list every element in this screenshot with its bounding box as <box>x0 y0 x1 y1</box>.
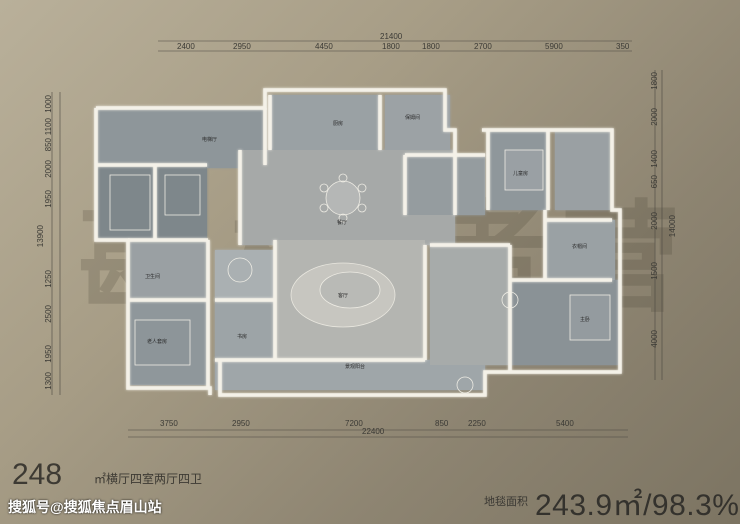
dimension-lines <box>51 40 663 438</box>
left-dim-4: 1250 <box>44 270 53 288</box>
top-dim-2: 2950 <box>233 42 251 51</box>
left-dim-6: 2000 <box>44 160 53 178</box>
top-dim-8: 350 <box>616 42 630 51</box>
right-dim-6: 1500 <box>650 262 659 280</box>
room-cloak: 衣帽间 <box>572 244 588 250</box>
right-dim-7: 4000 <box>650 330 659 348</box>
bottom-dim-2: 2950 <box>232 419 250 428</box>
bottom-dim-1: 3750 <box>160 419 178 428</box>
top-dim-6: 2700 <box>474 42 492 51</box>
left-dim-3: 2500 <box>44 305 53 323</box>
left-dim-5: 1950 <box>44 190 53 208</box>
bottom-total-dim: 22400 <box>362 427 385 436</box>
right-dim-5: 2000 <box>650 212 659 230</box>
layout-subtitle: ㎡横厅四室两厅四卫 <box>94 472 203 486</box>
area-number: 248 <box>12 458 63 491</box>
room-kitchen: 厨房 <box>333 121 344 127</box>
top-dim-5: 1800 <box>422 42 440 51</box>
area-label: 地毯面积 <box>484 496 528 508</box>
room-bedroom1: 主卧 <box>580 317 591 323</box>
room-elevator-hall: 电梯厅 <box>202 137 218 143</box>
top-dim-7: 5900 <box>545 42 563 51</box>
room-study: 书房 <box>237 334 248 340</box>
room-bedroom3: 儿童房 <box>513 171 529 177</box>
walls <box>94 88 622 397</box>
left-dim-2: 1950 <box>44 345 53 363</box>
right-total-dim: 14000 <box>668 215 677 238</box>
right-dim-4: 650 <box>650 175 659 189</box>
room-bedroom2: 老人套房 <box>147 339 168 345</box>
left-dim-9: 1000 <box>44 95 53 113</box>
left-dim-8: 1100 <box>44 118 53 136</box>
room-dining: 餐厅 <box>337 220 348 226</box>
top-total-dim: 21400 <box>380 32 403 41</box>
left-dim-1: 1300 <box>44 372 53 390</box>
right-dim-1: 1800 <box>650 72 659 90</box>
top-dim-1: 2400 <box>177 42 195 51</box>
room-balcony: 景观阳台 <box>345 364 366 370</box>
left-dim-7: 850 <box>44 138 53 152</box>
room-living: 客厅 <box>338 293 349 299</box>
top-dim-3: 4450 <box>315 42 333 51</box>
right-dim-3: 1400 <box>650 150 659 168</box>
bottom-dim-6: 5400 <box>556 419 574 428</box>
room-nanny: 保姆间 <box>405 115 421 121</box>
source-watermark: 搜狐号@搜狐焦点眉山站 <box>8 499 162 515</box>
area-value: 243.9㎡/98.3% <box>535 489 740 522</box>
left-total-dim: 13900 <box>36 225 45 248</box>
top-dim-4: 1800 <box>382 42 400 51</box>
right-dim-2: 2000 <box>650 108 659 126</box>
room-bath: 卫生间 <box>145 274 161 280</box>
bottom-dim-5: 2250 <box>468 419 486 428</box>
bottom-dim-4: 850 <box>435 419 449 428</box>
bottom-dim-3: 7200 <box>345 419 363 428</box>
furniture <box>109 149 611 394</box>
